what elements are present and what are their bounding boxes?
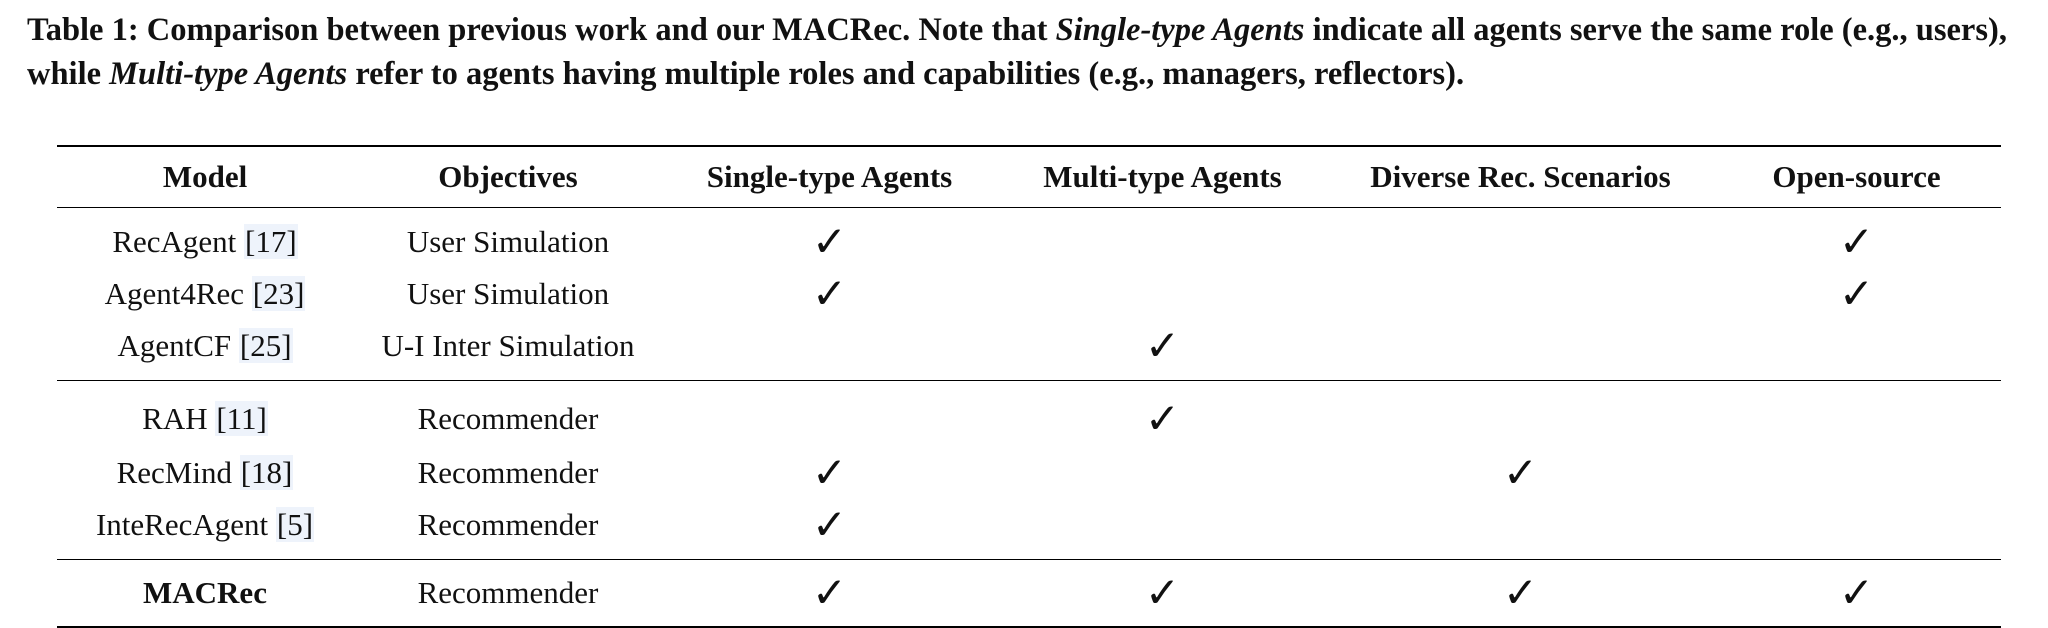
diverse-scenarios-check-cell	[1329, 208, 1712, 271]
checkmark-icon: ✓	[1144, 393, 1181, 443]
checkmark-icon: ✓	[1502, 567, 1539, 617]
objective-cell: Recommender	[417, 401, 599, 436]
single-type-check-cell: ✓	[663, 270, 996, 318]
model-cell: InteRecAgent [5]	[57, 497, 353, 560]
open-source-check-cell	[1712, 449, 2001, 497]
multi-type-check-cell: ✓	[996, 318, 1329, 381]
diverse-scenarios-check-cell: ✓	[1329, 449, 1712, 497]
single-type-check-cell: ✓	[663, 497, 996, 560]
objective-cell: Recommender	[353, 559, 663, 628]
model-cell: RecMind [18]	[57, 449, 353, 497]
checkmark-icon: ✓	[1838, 268, 1875, 318]
caption-emphasis-multi: Multi-type Agents	[109, 56, 348, 92]
single-type-check-cell: ✓	[663, 559, 996, 628]
checkmark-icon: ✓	[1144, 320, 1181, 370]
citation-link[interactable]: [23]	[251, 276, 306, 311]
checkmark-icon: ✓	[1838, 216, 1875, 266]
table-row: Agent4Rec [23] User Simulation ✓ ✓	[57, 270, 2001, 318]
open-source-check-cell: ✓	[1712, 559, 2001, 628]
diverse-scenarios-check-cell	[1329, 270, 1712, 318]
header-model: Model	[57, 145, 353, 208]
single-type-check-cell	[663, 318, 996, 381]
table-group-ours: MACRec Recommender ✓ ✓ ✓ ✓	[57, 559, 2001, 628]
model-cell: RAH [11]	[57, 381, 353, 450]
table-row: RecAgent [17] User Simulation ✓ ✓	[57, 208, 2001, 271]
multi-type-check-cell: ✓	[996, 559, 1329, 628]
model-name: RAH	[142, 401, 208, 436]
citation-link[interactable]: [17]	[244, 224, 298, 259]
multi-type-check-cell: ✓	[996, 381, 1329, 450]
citation-link[interactable]: [11]	[215, 401, 268, 436]
objective-cell: Recommender	[417, 455, 599, 490]
single-type-check-cell: ✓	[663, 208, 996, 271]
checkmark-icon: ✓	[811, 216, 848, 266]
checkmark-icon: ✓	[811, 567, 848, 617]
multi-type-check-cell	[996, 449, 1329, 497]
model-name: AgentCF	[117, 328, 232, 363]
citation-link[interactable]: [25]	[238, 328, 293, 363]
header-objectives: Objectives	[353, 145, 663, 208]
checkmark-icon: ✓	[811, 268, 848, 318]
model-cell: MACRec	[57, 559, 353, 628]
checkmark-icon: ✓	[811, 499, 848, 549]
header-row: Model Objectives Single-type Agents Mult…	[57, 145, 2001, 208]
open-source-check-cell	[1712, 497, 2001, 560]
checkmark-icon: ✓	[1144, 567, 1181, 617]
diverse-scenarios-check-cell	[1329, 318, 1712, 381]
table-row: RAH [11] Recommender ✓	[57, 381, 2001, 450]
model-name: MACRec	[143, 575, 267, 610]
checkmark-icon: ✓	[1502, 447, 1539, 497]
header-multi-type-agents: Multi-type Agents	[996, 145, 1329, 208]
caption-emphasis-single: Single-type Agents	[1055, 12, 1305, 48]
multi-type-check-cell	[996, 270, 1329, 318]
checkmark-icon: ✓	[811, 447, 848, 497]
checkmark-icon: ✓	[1838, 567, 1875, 617]
diverse-scenarios-check-cell	[1329, 497, 1712, 560]
citation-link[interactable]: [5]	[275, 507, 315, 542]
single-type-check-cell	[663, 381, 996, 450]
multi-type-check-cell	[996, 497, 1329, 560]
objective-cell: User Simulation	[406, 276, 610, 311]
table-caption: Table 1: Comparison between previous wor…	[27, 8, 2027, 96]
model-name: InteRecAgent	[95, 507, 269, 542]
multi-type-check-cell	[996, 208, 1329, 271]
citation-link[interactable]: [18]	[239, 455, 294, 490]
single-type-check-cell: ✓	[663, 449, 996, 497]
model-cell: RecAgent [17]	[57, 208, 353, 271]
table-row: AgentCF [25]U-I Inter Simulation✓	[57, 318, 2001, 381]
open-source-check-cell	[1712, 381, 2001, 450]
model-cell: Agent4Rec [23]	[57, 270, 353, 318]
open-source-check-cell	[1712, 318, 2001, 381]
objective-cell: User Simulation	[406, 224, 610, 259]
objective-cell: U-I Inter Simulation	[353, 318, 663, 381]
objective-cell: Recommender	[353, 497, 663, 560]
table-row: InteRecAgent [5]Recommender✓	[57, 497, 2001, 560]
header-single-type-agents: Single-type Agents	[663, 145, 996, 208]
header-open-source: Open-source	[1712, 145, 2001, 208]
caption-text-1: Table 1: Comparison between previous wor…	[27, 12, 1056, 48]
open-source-check-cell: ✓	[1712, 208, 2001, 271]
comparison-table: Model Objectives Single-type Agents Mult…	[57, 145, 2001, 628]
diverse-scenarios-check-cell	[1329, 381, 1712, 450]
table-group-simulation: RecAgent [17]User Simulation✓✓Agent4Rec …	[57, 208, 2001, 381]
header-diverse-rec-scenarios: Diverse Rec. Scenarios	[1329, 145, 1712, 208]
caption-text-3: refer to agents having multiple roles an…	[347, 56, 1465, 92]
model-cell: AgentCF [25]	[57, 318, 353, 381]
table-row: RecMind [18] Recommender ✓ ✓	[57, 449, 2001, 497]
diverse-scenarios-check-cell: ✓	[1329, 559, 1712, 628]
caption-text-2: indicate all agents serve the same role …	[27, 12, 2007, 92]
table-group-recommender: RAH [11]Recommender✓RecMind [18]Recommen…	[57, 381, 2001, 560]
table-row: MACRec Recommender ✓ ✓ ✓ ✓	[57, 559, 2001, 628]
model-name: Agent4Rec	[104, 276, 245, 311]
model-name: RecAgent	[112, 224, 237, 259]
model-name: RecMind	[116, 455, 232, 490]
open-source-check-cell: ✓	[1712, 270, 2001, 318]
